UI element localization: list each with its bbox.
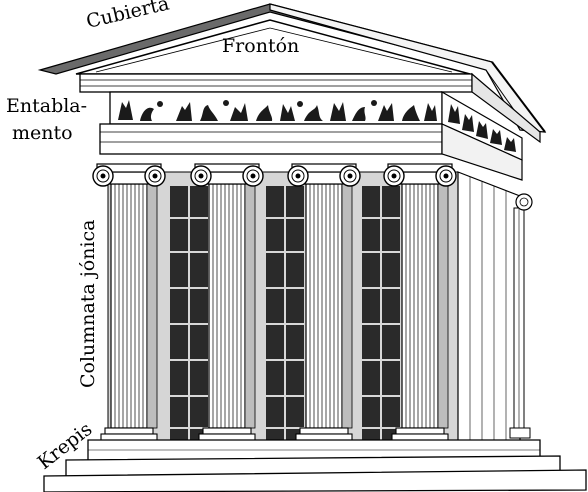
ionic-column-1 — [92, 163, 166, 443]
column-torus — [395, 427, 445, 435]
column-volute-inner — [246, 169, 260, 183]
column-shadow — [244, 183, 256, 429]
frieze-reliefs — [118, 100, 437, 121]
column-volute-inner — [439, 169, 453, 183]
side-cornice — [471, 72, 541, 144]
frieze-side-reliefs — [448, 104, 516, 152]
column-shadow — [146, 183, 158, 429]
ionic-column-4 — [383, 163, 457, 443]
column-torus — [299, 427, 349, 435]
column-volute-eye — [198, 173, 204, 179]
side-column-base — [509, 427, 531, 439]
side-column-volute — [515, 193, 533, 211]
column-torus — [202, 427, 252, 435]
column-shadow — [341, 183, 353, 429]
front-columns — [92, 163, 457, 443]
column-volute-inner — [291, 169, 305, 183]
pediment-inner-rake-right — [269, 27, 453, 73]
entablature — [99, 90, 523, 181]
column-volute-inner — [387, 169, 401, 183]
column-shaft — [401, 183, 439, 429]
cella-walls — [107, 171, 521, 445]
krepis-step-3 — [43, 469, 587, 492]
horizontal-cornice — [79, 73, 473, 93]
column-torus — [104, 427, 154, 435]
panel-grid — [170, 186, 400, 444]
column-volute-eye — [250, 173, 256, 179]
krepis — [43, 439, 587, 492]
roof-side-edge — [491, 61, 546, 133]
column-shaft — [305, 183, 343, 429]
column-volute-eye — [152, 173, 158, 179]
ionic-column-3 — [287, 163, 361, 443]
label-fronton: Frontón — [222, 35, 299, 57]
column-volute-eye — [347, 173, 353, 179]
column-volute-inner — [148, 169, 162, 183]
label-columnata: Columnata jónica — [77, 220, 99, 389]
column-volute-inner — [96, 169, 110, 183]
label-entablamento-1: Entabla- — [6, 95, 87, 117]
side-column — [509, 193, 533, 439]
architrave-front — [99, 123, 443, 155]
ionic-column-2 — [190, 163, 264, 443]
pediment-inner-rake-left — [95, 27, 271, 73]
column-shadow — [437, 183, 449, 429]
column-volute-eye — [100, 173, 106, 179]
label-cubierta: Cubierta — [84, 0, 171, 33]
dark-panels — [170, 186, 400, 444]
column-shaft — [110, 183, 148, 429]
pediment — [75, 19, 541, 144]
architrave-side — [441, 123, 523, 181]
column-volute-inner — [343, 169, 357, 183]
label-entablamento-2: mento — [12, 122, 73, 144]
side-wall — [457, 171, 521, 445]
column-volute-eye — [391, 173, 397, 179]
side-wall-lines — [469, 177, 507, 443]
column-volute-eye — [443, 173, 449, 179]
column-volute-eye — [295, 173, 301, 179]
column-volute-inner — [194, 169, 208, 183]
column-shaft — [208, 183, 246, 429]
